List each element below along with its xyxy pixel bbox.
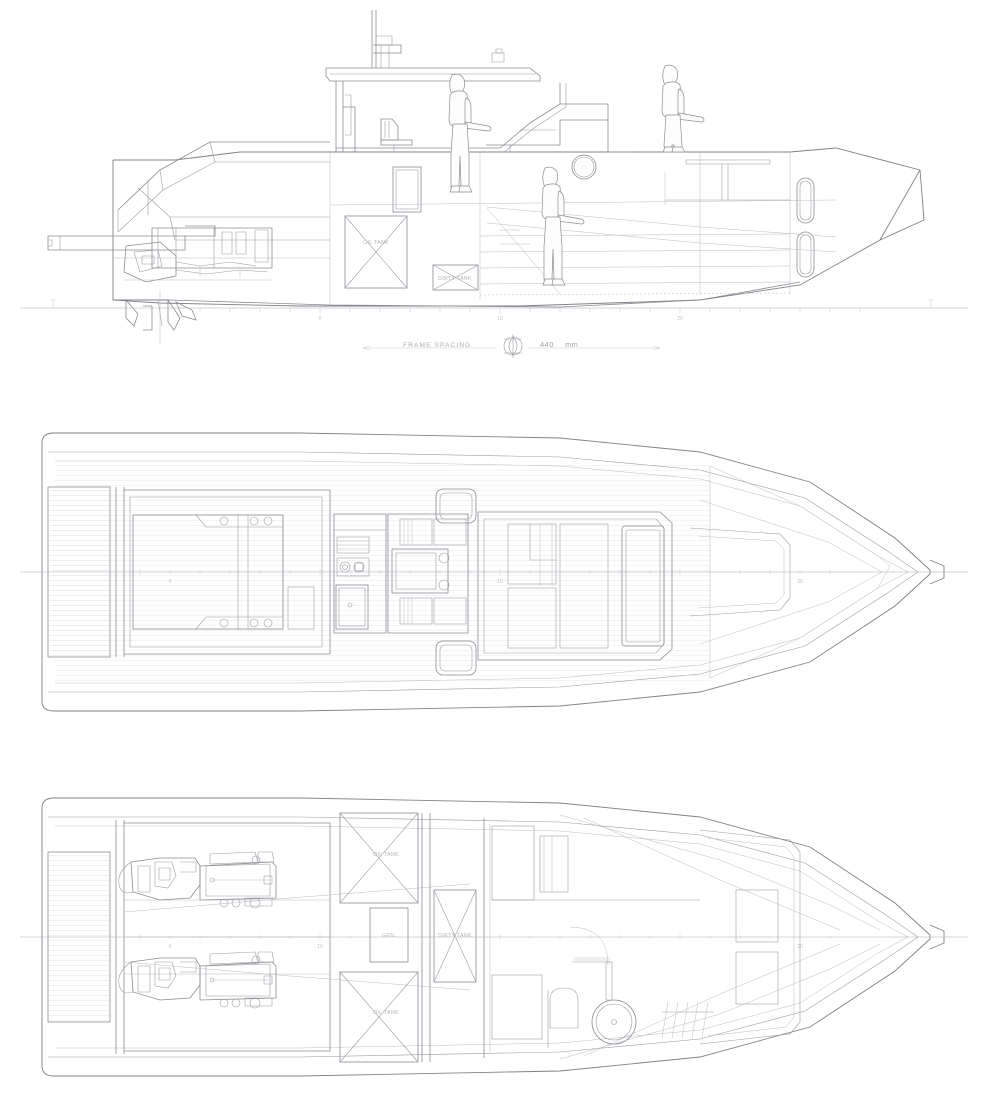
oil-tank-port-label: OIL TANK — [373, 852, 399, 858]
frame-spacing-value: 440 — [540, 340, 554, 349]
interior-decks-profile — [329, 152, 837, 305]
aft-deck-structure — [117, 141, 330, 241]
view-profile: OIL TANK DIRTY TANK — [20, 10, 968, 358]
oil-tank-starboard-label: OIL TANK — [373, 1010, 399, 1016]
station-label-20: 20 — [677, 316, 683, 322]
oil-tank-profile: OIL TANK — [344, 215, 408, 289]
baseline-stations-profile: 0 10 20 — [20, 299, 968, 322]
accommodation-lower — [421, 813, 881, 1062]
centreline-stations-plan: 0 10 20 — [20, 569, 968, 585]
lower-station-label-10: 10 — [317, 944, 323, 950]
oil-tank-port-lower: OIL TANK — [339, 812, 419, 904]
dirty-tank-profile: DIRTY TANK — [432, 264, 479, 291]
deck-station-label-10: 10 — [497, 579, 503, 585]
deck-station-label-20: 20 — [797, 579, 803, 585]
hanging-locker-lower — [661, 1001, 714, 1039]
figure-crew-foredeck — [661, 64, 705, 153]
engine-starboard-lower — [118, 951, 277, 1009]
generator-label: GEN. — [382, 933, 396, 939]
figure-helmsman-flybridge — [448, 73, 492, 193]
station-label-0: 0 — [319, 316, 322, 322]
lower-station-label-0: 0 — [169, 944, 172, 950]
helm-seat-profile — [380, 118, 413, 152]
hull-profile — [112, 147, 925, 308]
view-deck-plan: 0 10 20 — [20, 432, 968, 712]
generator-lower: GEN. — [369, 907, 409, 963]
centreline-stations-lower: 0 10 20 — [20, 934, 968, 950]
wheelhouse-plan — [477, 511, 673, 661]
wheelhouse-profile — [325, 10, 636, 153]
deck-station-label-0: 0 — [169, 579, 172, 585]
dirty-tank-label: DIRTY TANK — [438, 933, 472, 939]
engine-port-lower — [118, 851, 277, 909]
oil-tank-starboard-lower: OIL TANK — [339, 971, 419, 1063]
oil-tank-profile-label: OIL TANK — [363, 240, 389, 246]
frame-spacing-annotation: FRAME SPACING 440 mm — [362, 334, 661, 358]
figure-crew-saloon — [541, 166, 585, 286]
frame-symbol-icon — [503, 334, 523, 358]
deck-hatches-plan — [435, 488, 477, 676]
dirty-tank-lower: DIRTY TANK — [433, 889, 477, 983]
dirty-tank-profile-label: DIRTY TANK — [438, 276, 472, 282]
lower-station-label-20: 20 — [797, 944, 803, 950]
galley-plan — [333, 513, 387, 634]
station-label-10: 10 — [497, 316, 503, 322]
frame-spacing-label: FRAME SPACING — [403, 342, 471, 349]
dining-area-plan — [387, 513, 469, 634]
frame-spacing-unit: mm — [565, 340, 578, 349]
machinery-profile — [47, 225, 330, 345]
view-lower-plan: OIL TANK OIL TANK GEN. DIRTY TANK — [20, 797, 968, 1077]
